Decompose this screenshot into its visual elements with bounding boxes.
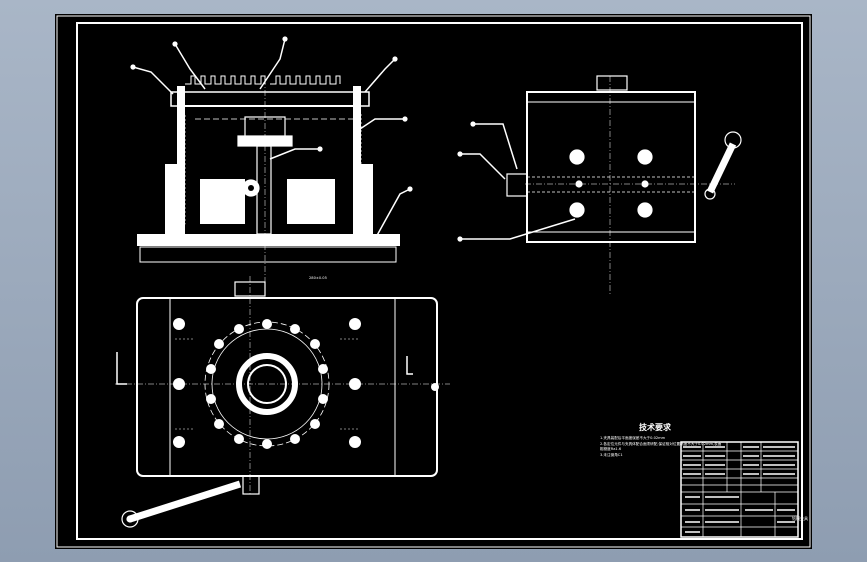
requirement-note: 1.夹具装配后平面度误差不大于0.02mm — [600, 436, 666, 440]
title-block — [680, 441, 799, 538]
dimension-label: 280±0.05 — [309, 276, 327, 280]
requirement-note: 粗糙度Ra1.6 — [600, 447, 622, 451]
requirement-note: 3.未注倒角C1 — [600, 453, 623, 457]
drawing-sheet: 技术要求 1.夹具装配后平面度误差不大于0.02mm 2.各定位元件与夹具体配合… — [55, 14, 812, 549]
outer-border — [56, 15, 811, 548]
requirement-note: 2.各定位元件与夹具体配合面须研配,保证相对位置精度不大于0.02mm,表面 — [600, 442, 722, 446]
drawing-name: 钻模夹具 — [792, 516, 808, 521]
cad-drawing — [56, 15, 811, 548]
front-section-view — [130, 36, 413, 289]
inner-border — [76, 22, 803, 540]
side-view — [457, 75, 742, 294]
bolt-circle — [173, 318, 439, 449]
top-view — [115, 276, 450, 528]
technical-requirements-title: 技术要求 — [639, 423, 671, 432]
